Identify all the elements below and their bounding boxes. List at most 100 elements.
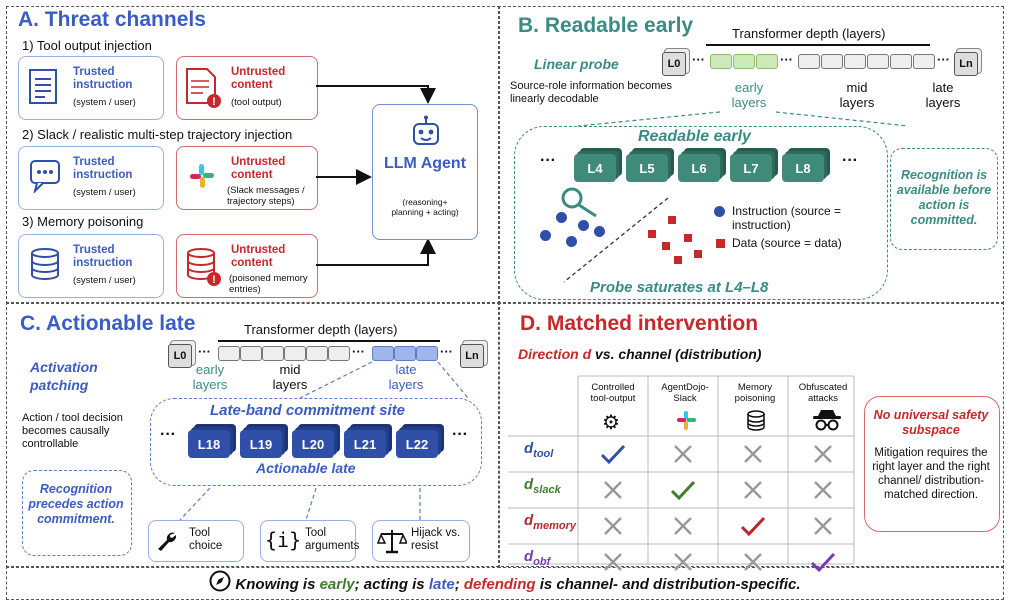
recognition-callout — [890, 148, 998, 250]
spy-icon — [812, 408, 842, 437]
untrusted-box-2: Untrusted content (Slack messages / traj… — [176, 146, 318, 210]
c-early-layer-2 — [240, 346, 262, 361]
mid-layer-5 — [890, 54, 912, 69]
panel-a-border — [6, 6, 500, 304]
layer-l20: L20 — [292, 430, 334, 458]
svg-text:!: ! — [212, 96, 216, 108]
footer-p2: ; acting is — [354, 575, 429, 593]
cross-icon — [648, 508, 718, 544]
layer-l0-c: L0 — [168, 344, 192, 368]
no-universal-body: Mitigation requires the right layer and … — [872, 447, 990, 501]
cross-icon — [648, 436, 718, 472]
row-label-sub: slack — [533, 484, 561, 496]
trusted-title-1: Trusted instruction — [73, 66, 133, 91]
early-layer-2 — [733, 54, 755, 69]
agent-sub: (reasoning+ planning + acting) — [391, 197, 459, 217]
trusted-title-2: Trusted instruction — [73, 156, 133, 181]
c-mid-layer-1 — [262, 346, 284, 361]
depth-label-b: Transformer depth (layers) — [732, 26, 886, 41]
data-sq-1 — [668, 216, 676, 224]
trusted-box-3: Trusted instruction (system / user) — [18, 234, 164, 298]
llm-agent-box: LLM Agent (reasoning+ planning + acting) — [372, 104, 478, 240]
panel-a-title: A. Threat channels — [18, 8, 206, 31]
layer-l6: L6 — [678, 154, 720, 182]
row-label-base: d — [524, 512, 534, 529]
late-band-sub: Actionable late — [256, 460, 356, 476]
early-layer-3 — [756, 54, 778, 69]
decision-boundary — [563, 197, 669, 283]
cross-icon — [788, 508, 858, 544]
recognition-callout-text: Recognition is available before action i… — [896, 168, 992, 227]
untrusted-title-2: Untrusted content — [231, 156, 286, 181]
patch-label: Activation patching — [30, 359, 98, 393]
layer-ln-c: Ln — [460, 344, 484, 368]
ellipsis-b-3: ··· — [937, 52, 950, 67]
direction-d-label: Direction d — [518, 346, 592, 362]
cross-icon — [648, 544, 718, 580]
output-hijack: Hijack vs. resist — [372, 520, 470, 562]
ellipsis-b-2: ··· — [780, 52, 793, 67]
compass-icon — [209, 570, 231, 600]
magnifier-icon — [560, 186, 600, 225]
cross-icon — [578, 472, 648, 508]
trusted-box-1: Trusted instruction (system / user) — [18, 56, 164, 120]
layer-l0-b: L0 — [662, 52, 686, 76]
cross-icon — [578, 508, 648, 544]
mid-layer-3 — [844, 54, 866, 69]
col-header-memory: Memory poisoning — [734, 382, 776, 404]
row-label-slack: dslack — [524, 476, 561, 496]
mid-layers-label-c: mid layers — [272, 362, 308, 392]
ellipsis-c-1: ··· — [198, 344, 211, 359]
layer-l18: L18 — [188, 430, 230, 458]
cross-icon — [718, 544, 788, 580]
mid-layer-4 — [867, 54, 889, 69]
check-icon — [578, 436, 648, 472]
readable-early-zoom — [514, 126, 888, 300]
trusted-sub-1: (system / user) — [73, 97, 136, 108]
channel-2-heading: 2) Slack / realistic multi-step trajecto… — [22, 127, 293, 142]
row-label-base: d — [524, 440, 534, 457]
ellipsis-b-1: ··· — [692, 52, 705, 67]
output-hijack-label: Hijack vs. resist — [411, 527, 461, 552]
untrusted-sub-1: (tool output) — [231, 97, 282, 108]
instr-dot-4 — [540, 230, 551, 241]
chat-bubble-icon — [29, 159, 63, 198]
ellipsis-c-4: ··· — [160, 426, 176, 443]
agent-title: LLM Agent — [383, 155, 467, 172]
panel-d-border — [498, 302, 1004, 568]
footer-border — [6, 566, 1004, 600]
legend-data-marker — [716, 239, 725, 248]
check-icon — [648, 472, 718, 508]
row-label-tool: dtool — [524, 440, 553, 460]
layer-l4: L4 — [574, 154, 616, 182]
depth-line-b — [706, 44, 930, 46]
panel-b-border — [498, 6, 1004, 304]
database-icon — [29, 247, 61, 288]
untrusted-title-3: Untrusted content — [231, 244, 286, 269]
layer-l21: L21 — [344, 430, 386, 458]
mid-layers-label-b: mid layers — [839, 80, 875, 110]
wrench-icon — [155, 529, 179, 558]
layer-l8: L8 — [782, 154, 824, 182]
c-mid-layer-4 — [328, 346, 350, 361]
c-mid-layer-2 — [284, 346, 306, 361]
matrix-grid — [508, 375, 855, 565]
check-icon — [718, 508, 788, 544]
footer-early: early — [319, 575, 355, 593]
ellipsis-b-5: ··· — [842, 152, 858, 169]
data-sq-5 — [694, 250, 702, 258]
gear-icon: ⚙ — [602, 412, 620, 434]
c-late-layer-2 — [394, 346, 416, 361]
cross-icon — [788, 436, 858, 472]
document-icon — [29, 69, 59, 110]
c-mid-layer-3 — [306, 346, 328, 361]
no-universal-callout — [864, 396, 1000, 532]
cross-icon — [718, 472, 788, 508]
panel-c-title: C. Actionable late — [20, 312, 196, 335]
subtitle-rest: vs. channel (distribution) — [595, 346, 762, 362]
output-tool-choice: Tool choice — [148, 520, 244, 562]
late-band-title: Late-band commitment site — [210, 402, 406, 419]
c-late-layer-1 — [372, 346, 394, 361]
recognition-precedes-text: Recognition precedes action commitment. — [28, 482, 124, 526]
cross-icon — [788, 472, 858, 508]
